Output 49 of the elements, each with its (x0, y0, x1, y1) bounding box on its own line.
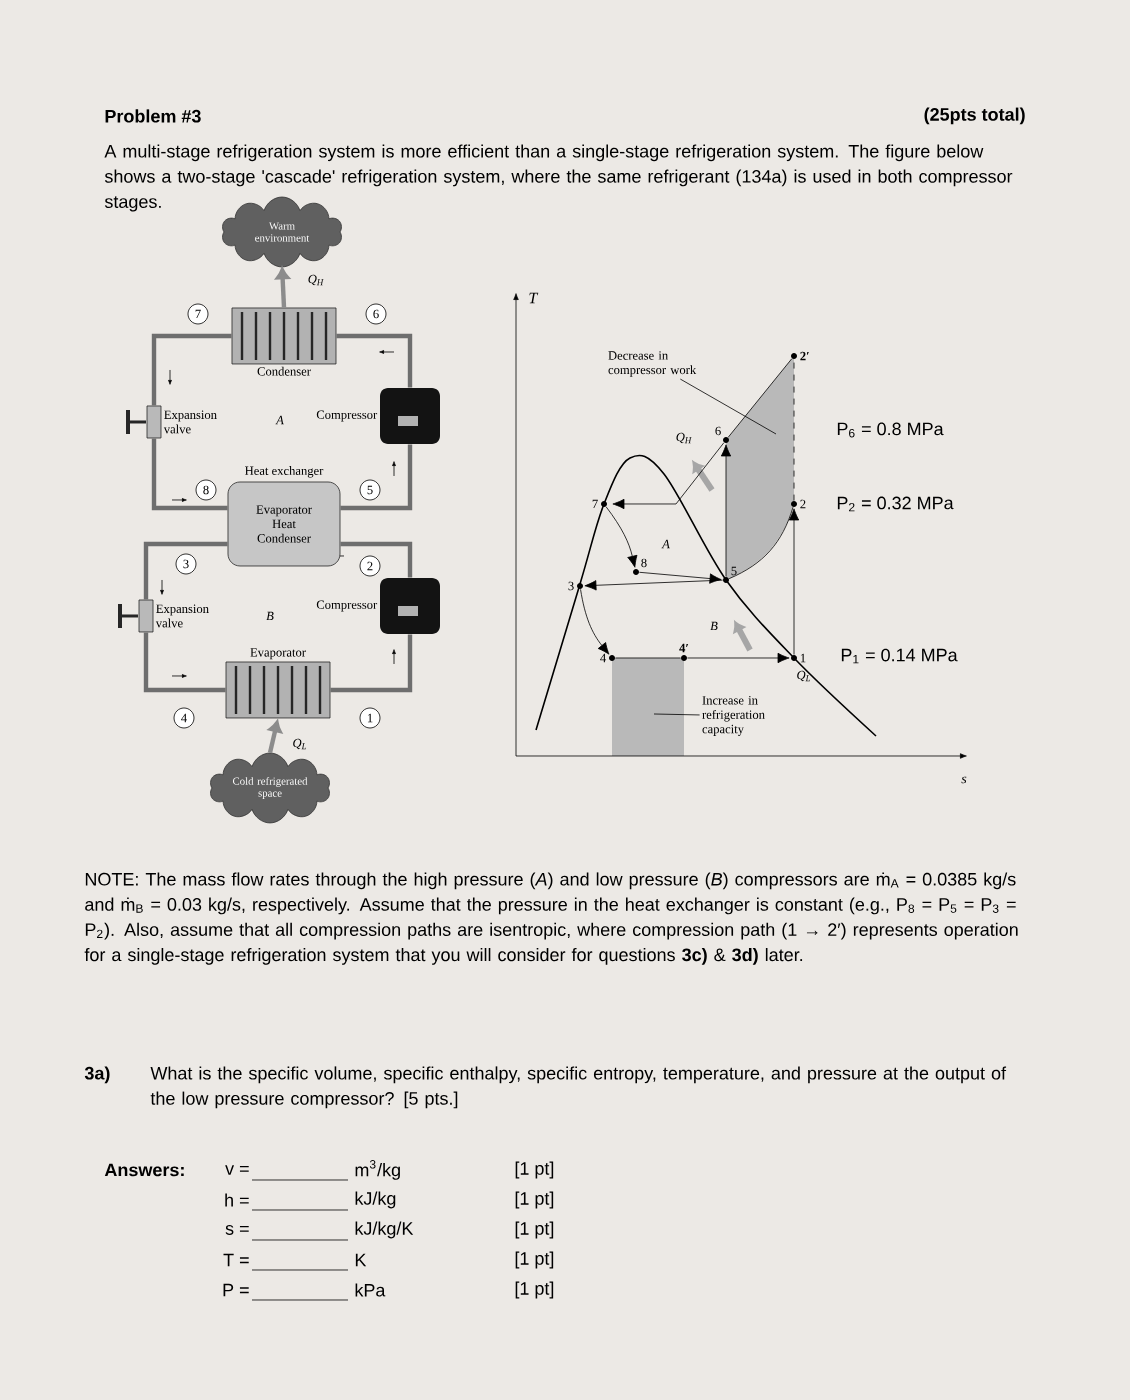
process-line (580, 588, 610, 655)
process-line (720, 444, 732, 577)
line (728, 506, 794, 580)
leader-line (679, 378, 777, 435)
axis-label: T (529, 292, 539, 304)
title: Problem #3 (105, 109, 201, 123)
process-line (788, 508, 800, 655)
unit-label: m$^{3}$/kg (355, 1160, 400, 1180)
process-line (639, 571, 722, 584)
pipe (340, 541, 413, 578)
process-line (687, 652, 790, 664)
pressure-label: P$_{1}$ = 0.14 MPa (841, 648, 958, 664)
leader-line (653, 713, 700, 716)
points-label: [1 pt] (515, 1161, 554, 1179)
variable-label: s = (225, 1225, 249, 1235)
line (615, 657, 681, 659)
answers-heading: Answers: (104, 1163, 184, 1177)
process-line (612, 442, 725, 510)
points-label: [1 pt] (515, 1251, 554, 1269)
pipe (151, 333, 232, 406)
unit-label: kPa (355, 1283, 386, 1297)
process-line (605, 506, 638, 568)
pipe (143, 541, 228, 600)
pressure-label: P$_{2}$ = 0.32 MPa (837, 496, 954, 512)
pressure-label: P$_{6}$ = 0.8 MPa (837, 422, 944, 438)
variable-label: v = (225, 1165, 249, 1175)
unit-label: kJ/kg (355, 1191, 396, 1209)
process-line (584, 579, 723, 591)
points-label: [1 pt] (515, 1281, 554, 1299)
question-text: What is the specific volume, specific enthalpy, specific entropy, temperature, and pressure at the output of the low pressure compressor? [5 pts.] (150, 1066, 1007, 1109)
pipe (143, 632, 226, 693)
line (793, 359, 795, 501)
variable-label: T = (223, 1253, 249, 1267)
points-label: [1 pt] (515, 1221, 554, 1239)
points-note: (25pts total) (924, 107, 1025, 125)
variable-label: h = (225, 1193, 249, 1207)
note-paragraph: NOTE: The mass flow rates through the high pressure (A) and low pressure (B) compressors are ṁ$_{A}$ = 0.0385 kg/s and ṁ$_{B}$ = 0.03 kg/s, respectively. Assume that the pressure in the heat exchanger is constant (e.g., P$_{8}$ = P$_{5}$ = P$_{3}$ = P$_{2}$). Also, assume that all compression paths are isentropic, where compression path (1 → 2′) represents operation for a single-stage refrigeration system that you will consider for questions 3c) & 3d) later. (84, 872, 1018, 965)
pipe (151, 438, 228, 511)
pipe (340, 444, 413, 511)
unit-label: K (355, 1253, 367, 1267)
points-label: [1 pt] (515, 1191, 554, 1209)
pipe (336, 333, 413, 388)
arrow (267, 720, 282, 754)
pipe (330, 634, 413, 693)
question-number: 3a) (84, 1066, 110, 1084)
variable-label: P = (223, 1283, 249, 1297)
arrow (275, 267, 290, 308)
line (727, 358, 793, 438)
unit-label: kJ/kg/K (355, 1221, 414, 1239)
